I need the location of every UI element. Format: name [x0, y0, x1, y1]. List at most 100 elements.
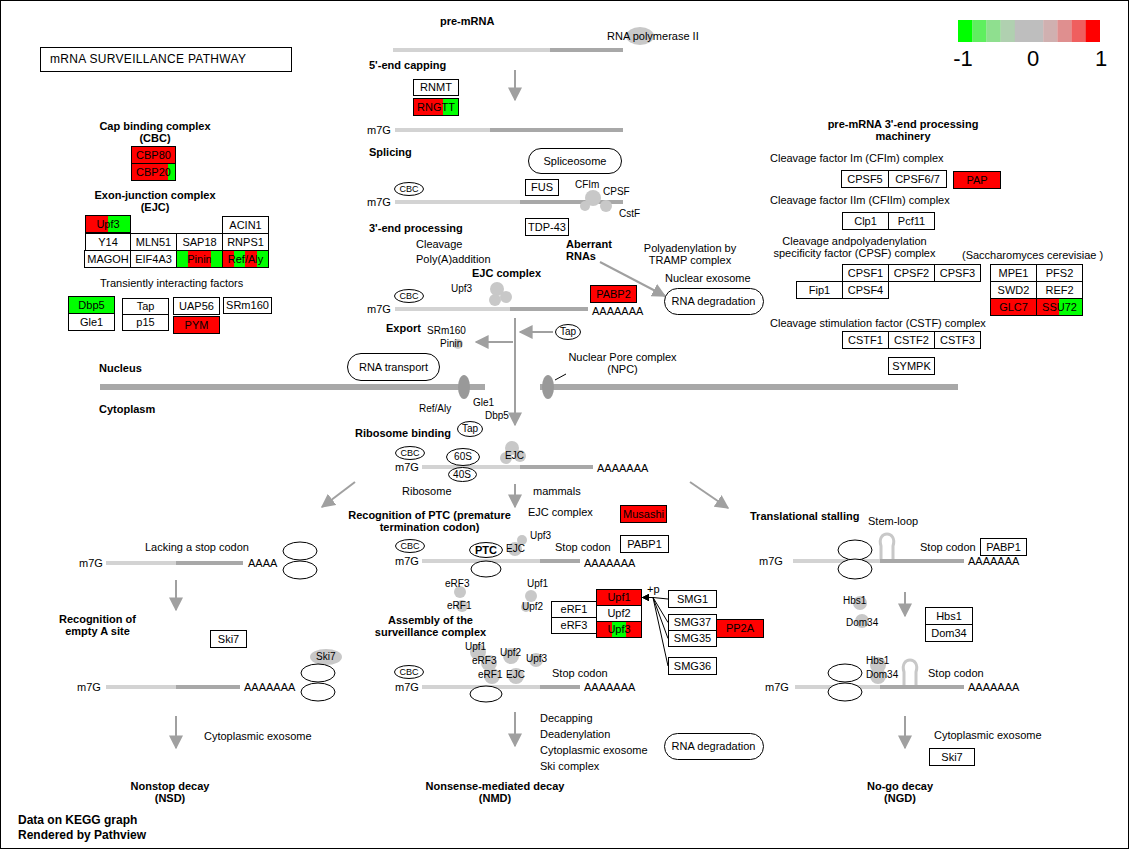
node-label: REF2 [1045, 285, 1073, 296]
gene-box: GLC7 [990, 298, 1037, 316]
text-label: Hbs1 [866, 655, 889, 667]
text-label: m7G [395, 681, 419, 693]
gene-box: CPSF6/7 [888, 170, 947, 188]
node-label: 60S [454, 452, 472, 462]
node-label: RNPS1 [227, 237, 264, 248]
text-label: eRF3 [445, 578, 469, 590]
gene-box: CSTF2 [888, 331, 935, 349]
gene-box: PP2A [716, 619, 764, 638]
gene-box: PYM [173, 316, 220, 334]
pathway-oval: Tap [457, 421, 483, 437]
node-label: eRF1 [561, 604, 588, 615]
pathway-oval: RNA degradation [664, 733, 764, 760]
node-label: CPSF4 [848, 285, 883, 296]
node-label: SAP18 [182, 237, 216, 248]
gene-box: Upf3 [596, 621, 642, 638]
gene-box: TDP-43 [525, 218, 569, 236]
text-label: Data on KEGG graph [18, 813, 137, 828]
node-label: SMG37 [674, 617, 711, 628]
gene-box: eRF1 [551, 601, 597, 618]
node-label: Musashi [623, 509, 664, 520]
node-label: SYMPK [892, 361, 931, 372]
node-label: CBP80 [136, 150, 171, 161]
gene-box: ACIN1 [222, 216, 269, 234]
text-label: AAAAAAA [968, 555, 1019, 567]
text-label: m7G [765, 681, 789, 693]
node-label: RNMT [420, 82, 452, 93]
gene-box: MLN51 [130, 233, 177, 251]
node-label: Tap [462, 424, 478, 434]
gene-box: Fip1 [796, 281, 843, 299]
gene-box: RNPS1 [222, 233, 269, 251]
node-label: Fip1 [809, 285, 830, 296]
text-label: m7G [77, 681, 101, 693]
text-label: Cytoplasmic exosome [204, 730, 312, 742]
gene-box: PABP1 [620, 535, 669, 553]
node-label: PABP1 [986, 542, 1021, 553]
connector [642, 598, 668, 623]
gene-box: MAGOH [84, 250, 132, 268]
text-label: Pinin [440, 338, 462, 350]
node-label: RNGTT [417, 102, 455, 113]
node-label: TDP-43 [528, 222, 566, 233]
pathway-oval: 60S [446, 448, 480, 466]
node-label: Spliceosome [544, 156, 607, 167]
text-label: Cleavage stimulation factor (CSTF) compl… [770, 317, 986, 329]
text-label: Recognition of empty A site [50, 613, 145, 637]
node-label: MAGOH [87, 254, 129, 265]
node-label: Y14 [98, 237, 118, 248]
text-label: CFIm [575, 179, 599, 191]
text-label: Nonsense-mediated decay (NMD) [420, 780, 570, 804]
node-label: PAP [966, 175, 987, 186]
text-label: AAAAAAA [584, 557, 635, 569]
node-label: Pinin [187, 254, 211, 265]
pathway-oval: CBC [394, 182, 424, 196]
gene-box: Musashi [620, 505, 667, 523]
text-label: mammals [533, 485, 581, 497]
text-label: Ref/Aly [419, 403, 451, 415]
node-label: CPSF5 [847, 174, 882, 185]
pathway-oval: CBC [394, 665, 424, 679]
gene-box: Upf2 [596, 605, 642, 622]
text-label: Dbp5 [485, 410, 509, 422]
gene-box: SRm160 [223, 297, 272, 314]
text-label: Transiently interacting factors [100, 277, 243, 289]
node-label: CPSF1 [848, 268, 883, 279]
gene-box: EIF4A3 [130, 250, 177, 268]
gene-box: Ski7 [210, 630, 247, 648]
gene-box: CSTF1 [842, 331, 889, 349]
text-label: Ribosome [402, 485, 452, 497]
node-label: SMG36 [674, 661, 711, 672]
node-label: Upf1 [607, 592, 630, 603]
text-label: Upf2 [522, 601, 543, 613]
gene-box: PABP1 [980, 538, 1027, 556]
text-label: Nonstop decay (NSD) [122, 780, 218, 804]
node-label: CBC [400, 542, 419, 551]
node-label: Dom34 [931, 628, 966, 639]
text-label: m7G [367, 124, 391, 136]
text-label: Export [386, 322, 421, 334]
node-label: eRF3 [561, 620, 588, 631]
pathway-oval: CBC [395, 539, 425, 553]
node-label: ACIN1 [229, 220, 261, 231]
node-label: PTC [475, 545, 497, 556]
gene-box: PABP2 [590, 285, 637, 303]
text-label: AAAAAAA [584, 681, 635, 693]
node-label: GLC7 [999, 302, 1028, 313]
node-label: 40S [453, 470, 471, 480]
text-label: m7G [759, 555, 783, 567]
node-label: Ski7 [218, 634, 239, 645]
text-label: CPSF [603, 186, 630, 198]
legend-value: 0 [1013, 46, 1053, 72]
node-label: CPSF6/7 [895, 174, 940, 185]
gene-box: Y14 [85, 233, 131, 251]
node-label: Gle1 [80, 317, 103, 328]
connector [642, 598, 668, 639]
gene-box: Pinin [176, 250, 223, 268]
node-label: PABP1 [627, 539, 662, 550]
text-label: Upf3 [530, 530, 551, 542]
node-label: SMG35 [674, 633, 711, 644]
node-label: SWD2 [998, 285, 1030, 296]
node-label: CSTF2 [894, 335, 929, 346]
text-label: Recognition of PTC (premature terminatio… [342, 509, 517, 533]
